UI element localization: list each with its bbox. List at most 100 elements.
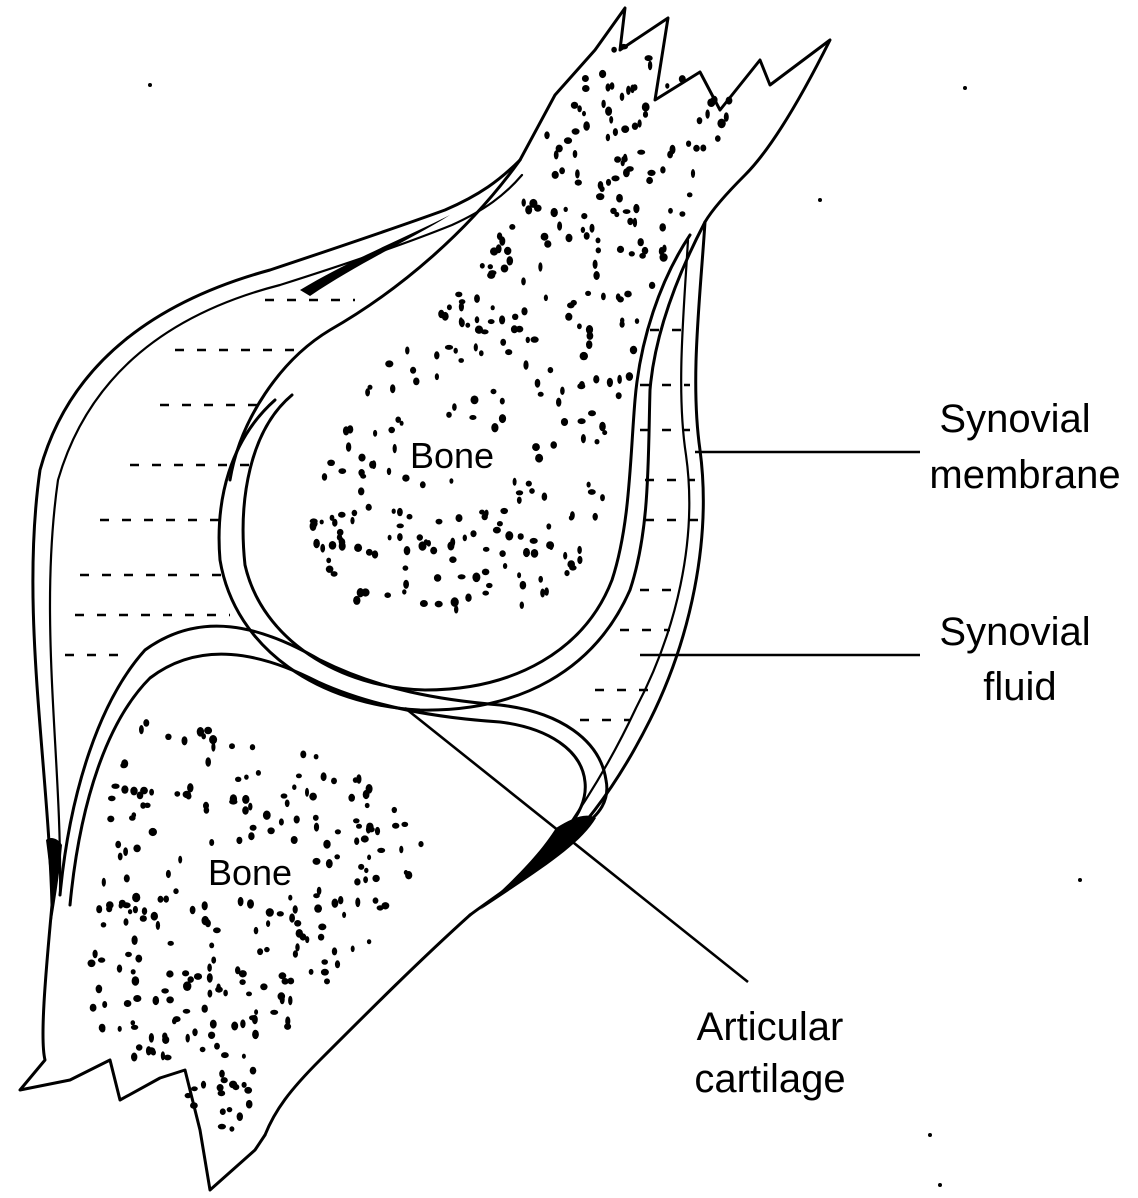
stipple-dot <box>624 291 632 298</box>
stipple-dot <box>338 468 346 474</box>
stipple-dot <box>132 812 137 818</box>
stipple-dot <box>239 979 245 985</box>
stipple-dot <box>248 832 254 840</box>
stipple-dot <box>305 788 309 797</box>
stipple-dot <box>427 540 431 547</box>
stipple-dot <box>679 211 685 217</box>
stipple-dot <box>395 417 401 423</box>
stipple-dot <box>130 787 137 796</box>
stipple-dot <box>240 1019 245 1028</box>
stipple-dot <box>552 171 559 179</box>
stipple-dot <box>573 150 578 158</box>
stipple-dot <box>323 840 330 849</box>
stipple-dot <box>217 1084 224 1091</box>
stipple-dot <box>218 1124 226 1130</box>
stipple-dot <box>93 950 98 959</box>
stipple-dot <box>252 1015 258 1024</box>
stipple-dot <box>188 976 194 983</box>
stipple-dot <box>577 546 582 554</box>
stipple-dot <box>505 531 513 540</box>
stipple-dot <box>470 530 476 537</box>
stipple-dot <box>102 878 106 887</box>
stipple-dot <box>665 83 669 89</box>
stipple-dot <box>633 218 637 227</box>
stipple-dot <box>153 996 160 1005</box>
stipple-dot <box>605 107 612 116</box>
stipple-dot <box>137 792 144 800</box>
stipple-dot <box>229 743 235 749</box>
stipple-dot <box>505 349 512 355</box>
stipple-dot <box>668 208 673 214</box>
stipple-dot <box>601 293 606 301</box>
stipple-dot <box>174 791 180 797</box>
capsule-right-inner <box>560 240 689 838</box>
stipple-dot <box>360 474 366 479</box>
stipple-dot <box>459 317 463 326</box>
stipple-dot <box>662 245 666 253</box>
capsule-left-upper-thickening <box>300 215 450 296</box>
stipple-dot <box>294 920 301 927</box>
stipple-dot <box>599 70 606 78</box>
stipple-dot <box>192 1028 197 1036</box>
stipple-dot <box>465 594 471 602</box>
stipple-dot <box>124 1000 132 1007</box>
stipple-dot <box>236 837 242 844</box>
stipple-dot <box>321 959 328 965</box>
synovial-fluid-dashes <box>65 300 700 720</box>
stipple-dot <box>582 85 590 92</box>
stipple-dot <box>583 121 590 130</box>
stipple-dot <box>450 538 455 547</box>
stipple-dot <box>581 434 586 443</box>
stipple-dot <box>607 378 613 387</box>
stipple-dot <box>434 574 441 582</box>
stipple-dot <box>156 921 160 930</box>
stipple-dot <box>564 570 569 576</box>
stipple-dot <box>452 403 457 411</box>
articular-cartilage-label: Articular cartilage <box>694 1005 845 1101</box>
stipple-dot <box>565 313 572 321</box>
stipple-dot <box>475 316 480 323</box>
stipple-dot <box>522 199 526 207</box>
stipple-dot <box>511 325 518 333</box>
stipple-dot <box>556 145 563 153</box>
stipple-dot <box>397 508 403 516</box>
stipple-dot <box>610 82 615 89</box>
stipple-dot <box>535 379 541 388</box>
stipple-dot <box>118 853 123 861</box>
stipple-dot <box>649 282 655 289</box>
stipple-dot <box>205 919 211 927</box>
articular-cartilage-label-line1: Articular <box>697 1005 844 1049</box>
stipple-dot <box>278 992 286 1000</box>
stipple-dot <box>548 367 554 373</box>
stipple-dot <box>207 964 212 972</box>
stipple-dot <box>499 550 505 557</box>
stipple-dot <box>404 546 411 555</box>
stipple-dot <box>500 339 506 346</box>
stipple-dot <box>317 887 322 895</box>
stipple-dot <box>218 1090 226 1096</box>
stipple-dot <box>295 943 299 951</box>
stipple-dot <box>313 815 319 821</box>
stipple-dot <box>471 396 479 405</box>
stipple-dot <box>279 818 284 825</box>
stipple-dot <box>667 151 673 159</box>
stipple-dot <box>700 145 706 152</box>
stipple-dot <box>140 802 146 809</box>
stipple-dot <box>407 514 413 520</box>
stipple-dot <box>647 170 655 176</box>
stipple-dot <box>446 412 452 418</box>
stipple-dot <box>474 343 478 351</box>
stipple-dot <box>445 345 453 350</box>
stipple-dot <box>385 360 393 367</box>
stipple-dot <box>221 1052 229 1058</box>
stipple-dot <box>517 497 522 504</box>
stipple-dot <box>521 307 527 315</box>
stipple-dot <box>500 398 505 405</box>
stipple-dot <box>133 906 138 913</box>
stipple-dot <box>123 847 128 856</box>
stipple-dot <box>601 100 605 108</box>
stipple-dot <box>659 223 666 231</box>
stipple-dot <box>200 1047 206 1052</box>
stipple-dot <box>203 802 209 810</box>
stipple-dot <box>538 392 544 397</box>
